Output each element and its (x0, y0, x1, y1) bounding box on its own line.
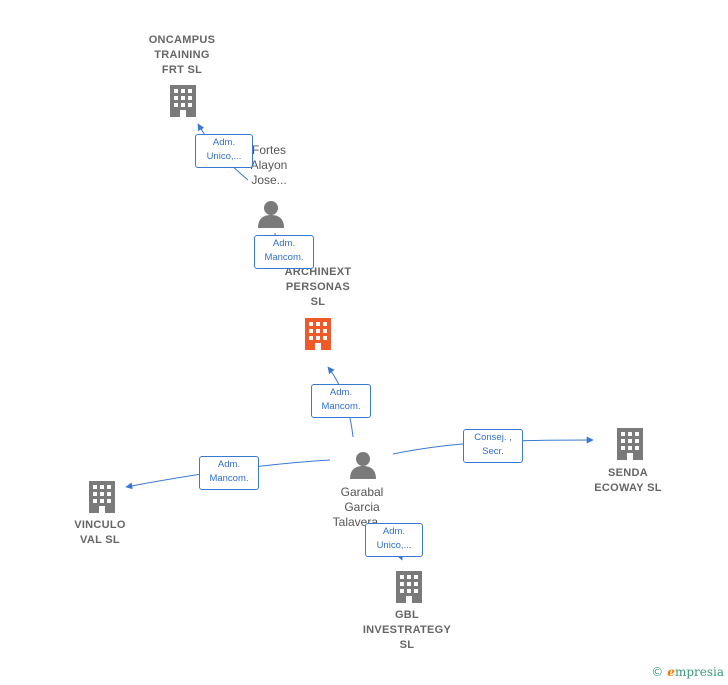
building-icon (305, 318, 331, 350)
company-label-senda[interactable]: SENDA ECOWAY SL (594, 467, 662, 494)
edge-label-fortes-archinext: Adm. Mancom. (254, 235, 314, 269)
company-label-oncampus[interactable]: ONCAMPUS TRAINING FRT SL (148, 34, 216, 76)
building-icon (617, 428, 643, 460)
person-icon (258, 201, 284, 228)
person-label-garabal[interactable]: Garabal Garcia Talavera ... (332, 485, 392, 529)
person-icon (350, 452, 376, 479)
edge-label-garabal-archinext: Adm. Mancom. (311, 384, 371, 418)
building-icon (170, 85, 196, 117)
brand-footer[interactable]: ©empresia (651, 665, 724, 679)
building-icon (89, 481, 115, 513)
person-label-fortes[interactable]: Fortes Alayon Jose... (250, 143, 288, 187)
edge-label-garabal-vinculo: Adm. Mancom. (199, 456, 259, 490)
building-icon (396, 571, 422, 603)
company-label-gbl[interactable]: GBL INVESTRATEGY SL (362, 609, 452, 651)
copyright-icon: © (651, 665, 664, 679)
brand-name: mpresia (674, 665, 724, 679)
edge-label-garabal-senda: Consej. , Secr. (463, 429, 523, 463)
brand-initial: e (667, 665, 675, 679)
edge-label-fortes-oncampus: Adm. Unico,... (195, 134, 253, 168)
company-label-vinculo[interactable]: VINCULO VAL SL (74, 519, 126, 546)
edge-label-garabal-gbl: Adm. Unico,... (365, 523, 423, 557)
company-label-archinext[interactable]: ARCHINEXT PERSONAS SL (284, 266, 352, 308)
